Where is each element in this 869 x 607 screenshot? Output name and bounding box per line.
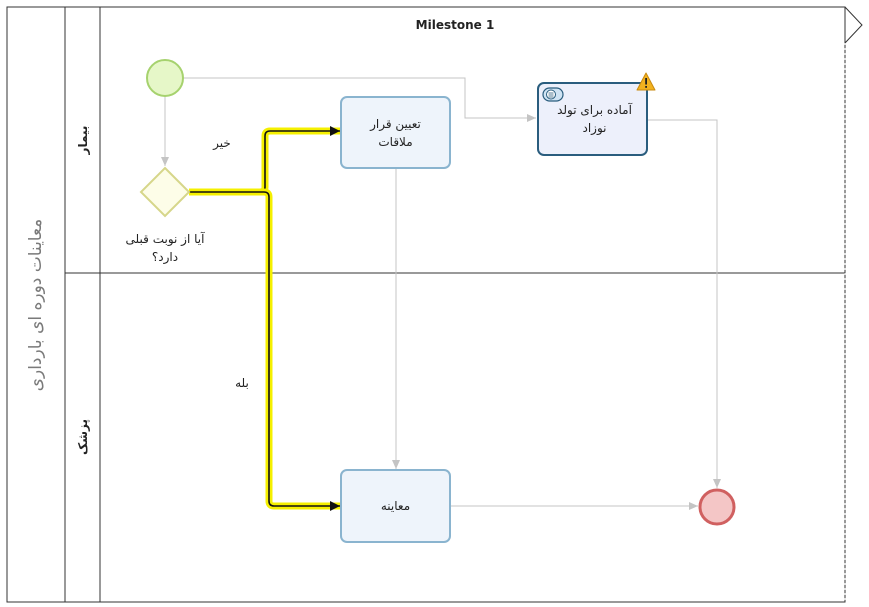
pool-title: معاینات دوره ای بارداری — [26, 218, 46, 392]
task-exam[interactable] — [340, 469, 451, 543]
task-newborn[interactable] — [537, 82, 648, 156]
task-appointment-label: تعیین قرار ملاقات — [370, 116, 421, 149]
task-newborn-label: آماده برای تولد نوزاد — [557, 103, 632, 135]
call-activity-icon — [542, 87, 564, 102]
gateway-question-label: آیا از نوبت قبلی دارد؟ — [125, 232, 205, 264]
warning-icon — [636, 72, 656, 91]
lane-label-doctor: پزشک — [76, 418, 90, 456]
flow-yes — [189, 191, 340, 511]
start-event[interactable] — [146, 59, 184, 97]
flow-newborn-to-end — [647, 119, 721, 488]
end-event[interactable] — [698, 488, 736, 526]
milestone-label: Milestone 1 — [415, 18, 495, 32]
flow-no-label: خیر — [213, 136, 231, 150]
gateway-diamond[interactable] — [139, 166, 191, 218]
flow-yes-label: بله — [235, 376, 249, 390]
lane-label-patient: بیمار — [76, 125, 90, 155]
milestone-header — [100, 6, 863, 44]
task-appointment[interactable] — [340, 96, 451, 169]
flow-start-to-newborn — [183, 77, 536, 122]
task-exam-label: معاینه — [380, 499, 411, 513]
